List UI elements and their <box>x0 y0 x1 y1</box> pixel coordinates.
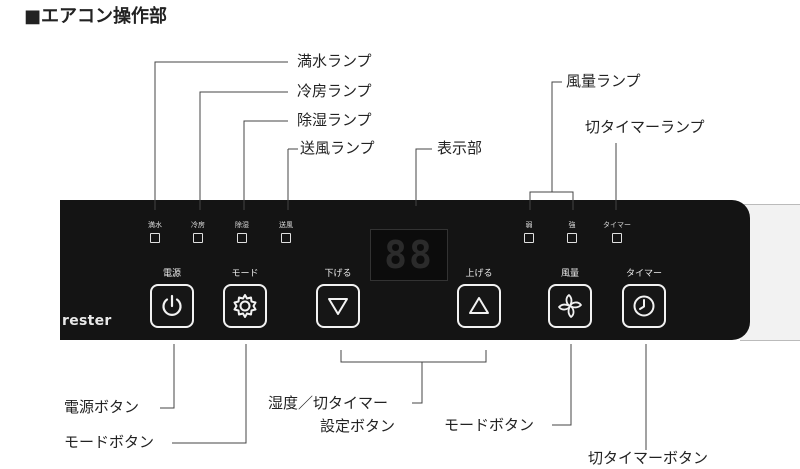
callout-full-water-lamp: 満水ランプ <box>297 52 372 70</box>
callout-dehumidify-lamp: 除湿ランプ <box>297 111 372 129</box>
triangle-down-icon <box>328 298 348 315</box>
lamp-label-full-water: 満水 <box>148 221 162 229</box>
callout-cooling-lamp: 冷房ランプ <box>297 82 372 100</box>
button-label-down: 下げる <box>324 269 352 279</box>
lamp-weak <box>524 233 534 243</box>
callout-mode-button-right: モードボタン <box>444 416 535 434</box>
timer-button[interactable] <box>622 284 666 328</box>
callout-display: 表示部 <box>437 139 483 157</box>
callout-humidity-timer-line2: 設定ボタン <box>320 417 396 435</box>
callout-fan-speed-lamp: 風量ランプ <box>566 72 641 90</box>
lamp-label-cooling: 冷房 <box>191 221 205 229</box>
lamp-cooling <box>193 233 203 243</box>
button-label-power: 電源 <box>162 269 181 279</box>
button-label-mode: モード <box>231 269 259 279</box>
clock-icon <box>633 295 655 317</box>
lamp-label-strong: 強 <box>568 221 576 229</box>
lamp-full-water <box>150 233 160 243</box>
lamp-label-timer: タイマー <box>603 221 631 229</box>
button-label-timer: タイマー <box>625 269 662 279</box>
lamp-timer <box>612 233 622 243</box>
callout-power-button: 電源ボタン <box>64 398 140 416</box>
brand-logo: rester <box>62 313 112 329</box>
fan-speed-button[interactable] <box>548 284 592 328</box>
gear-icon <box>233 294 257 318</box>
callout-humidity-timer-line1: 湿度／切タイマー <box>268 394 389 412</box>
power-button[interactable] <box>150 284 194 328</box>
page-title: ■エアコン操作部 <box>24 6 168 27</box>
fan-icon <box>558 294 582 318</box>
display-panel: 88 <box>370 229 448 281</box>
panel-edge <box>740 204 800 341</box>
button-label-up: 上げる <box>465 269 493 279</box>
display-digits: 88 <box>384 233 434 277</box>
down-button[interactable] <box>316 284 360 328</box>
lamp-label-fan: 送風 <box>279 221 293 229</box>
callout-timer-button: 切タイマーボタン <box>588 449 709 467</box>
lamp-dehumidify <box>237 233 247 243</box>
lamp-label-dehumidify: 除湿 <box>235 221 249 229</box>
mode-button[interactable] <box>223 284 267 328</box>
up-button[interactable] <box>457 284 501 328</box>
callout-mode-button-left: モードボタン <box>64 433 155 451</box>
power-icon <box>162 294 182 316</box>
lamp-fan <box>281 233 291 243</box>
triangle-up-icon <box>469 297 489 314</box>
lamp-strong <box>567 233 577 243</box>
callout-timer-lamp: 切タイマーランプ <box>585 118 705 136</box>
lamp-label-weak: 弱 <box>525 221 533 229</box>
callout-fan-lamp: 送風ランプ <box>300 139 375 157</box>
button-label-fan-speed: 風量 <box>560 269 579 279</box>
